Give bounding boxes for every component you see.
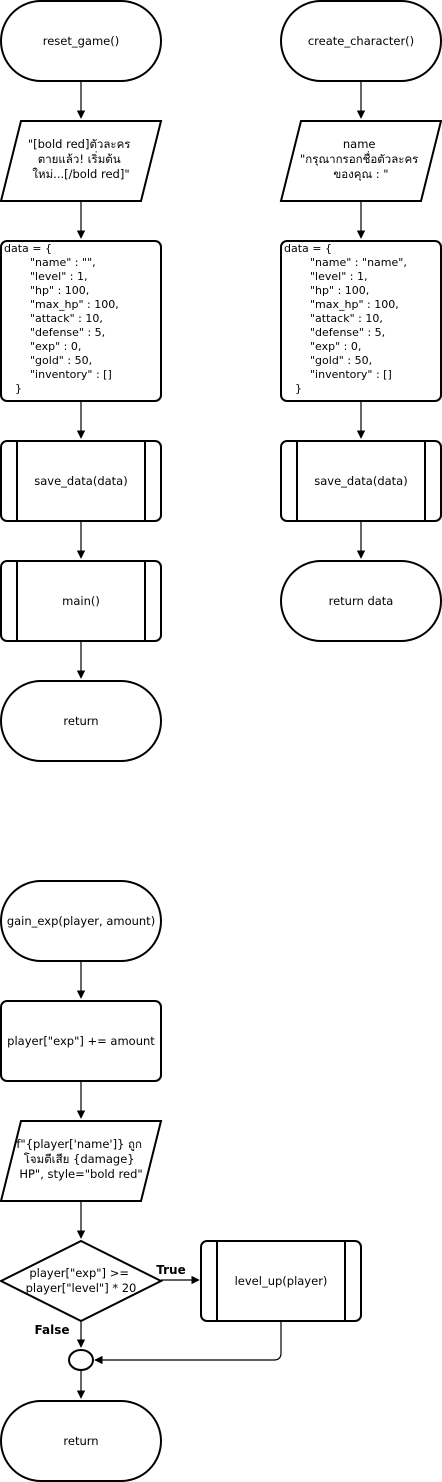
reset-data-line: "max_hp" : 100, [30, 298, 119, 311]
create-character-input-label: name "กรุณากรอกชื่อตัวละคร ของคุณ : " [300, 137, 422, 181]
create-character-return-label: return data [329, 594, 394, 608]
reset-data-line: } [15, 382, 22, 395]
reset-game-flow: reset_game() "[bold red]ตัวละคร ตายแล้ว!… [0, 0, 163, 762]
reset-game-main-subprocess[interactable]: main() [0, 560, 162, 642]
gain-exp-decision[interactable]: player["exp"] >= player["level"] * 20 [0, 1239, 164, 1323]
create-character-flow: create_character() name "กรุณากรอกชื่อตั… [279, 0, 442, 642]
create-data-line: "defense" : 5, [310, 326, 385, 339]
gain-print-line: โจมตีเสีย {damage} [24, 1152, 135, 1166]
decision-line: player["level"] * 20 [26, 1281, 137, 1295]
reset-game-start-terminator[interactable]: reset_game() [0, 0, 162, 82]
create-data-line: "hp" : 100, [310, 284, 369, 297]
reset-game-data-process[interactable]: data = { "name" : "", "level" : 1, "hp" … [0, 240, 162, 402]
gain-exp-merge-connector[interactable] [68, 1349, 94, 1371]
gain-exp-levelup-subprocess[interactable]: level_up(player) [200, 1240, 362, 1322]
reset-game-data-label: data = { "name" : "", "level" : 1, "hp" … [4, 242, 122, 395]
create-data-line: "name" : "name", [310, 256, 407, 269]
reset-data-line: "name" : "", [30, 256, 96, 269]
gain-exp-return-label: return [63, 1434, 98, 1448]
create-character-input-io[interactable]: name "กรุณากรอกชื่อตัวละคร ของคุณ : " [279, 120, 442, 202]
edge-levelup-to-merge [94, 1321, 282, 1365]
create-character-start-label: create_character() [308, 34, 414, 48]
reset-data-line: "attack" : 10, [30, 312, 103, 325]
reset-game-print-io[interactable]: "[bold red]ตัวละคร ตายแล้ว! เริ่มต้น ใหม… [0, 120, 163, 202]
false-label: False [35, 1323, 70, 1337]
create-character-data-process[interactable]: data = { "name" : "name", "level" : 1, "… [280, 240, 442, 402]
gain-exp-decision-label: player["exp"] >= player["level"] * 20 [26, 1266, 137, 1295]
reset-game-return-terminator[interactable]: return [0, 680, 162, 762]
gain-exp-print-label: f"{player['name']} ถูก โจมตีเสีย {damage… [16, 1137, 145, 1181]
reset-data-line: "defense" : 5, [30, 326, 105, 339]
create-data-line: "exp" : 0, [310, 340, 361, 353]
gain-exp-add-process[interactable]: player["exp"] += amount [0, 1000, 162, 1082]
reset-game-print-label: "[bold red]ตัวละคร ตายแล้ว! เริ่มต้น ใหม… [28, 137, 134, 181]
create-character-return-terminator[interactable]: return data [280, 560, 442, 642]
create-data-line: "inventory" : [] [310, 368, 392, 381]
reset-print-line: ใหม่...[/bold red]" [32, 167, 129, 181]
gain-print-line: f"{player['name']} ถูก [16, 1137, 142, 1151]
create-data-line: "gold" : 50, [310, 354, 372, 367]
reset-game-main-label: main() [62, 594, 100, 608]
create-input-line: ของคุณ : " [333, 167, 388, 181]
create-character-save-label: save_data(data) [314, 474, 407, 488]
gain-exp-add-label: player["exp"] += amount [7, 1034, 155, 1048]
create-data-line: "max_hp" : 100, [310, 298, 399, 311]
reset-data-line: data = { [4, 242, 52, 255]
reset-game-save-label: save_data(data) [34, 474, 127, 488]
gain-exp-start-terminator[interactable]: gain_exp(player, amount) [0, 880, 162, 962]
create-character-save-subprocess[interactable]: save_data(data) [280, 440, 442, 522]
true-label: True [156, 1263, 185, 1277]
gain-exp-levelup-label: level_up(player) [235, 1274, 328, 1288]
decision-line: player["exp"] >= [29, 1266, 129, 1280]
create-input-line: name [343, 137, 376, 151]
gain-exp-print-io[interactable]: f"{player['name']} ถูก โจมตีเสีย {damage… [0, 1120, 163, 1202]
gain-exp-flow: gain_exp(player, amount) player["exp"] +… [0, 880, 362, 1482]
gain-print-line: HP", style="bold red" [19, 1167, 142, 1181]
reset-data-line: "hp" : 100, [30, 284, 89, 297]
create-data-line: } [295, 382, 302, 395]
reset-data-line: "level" : 1, [30, 270, 87, 283]
reset-data-line: "inventory" : [] [30, 368, 112, 381]
reset-data-line: "exp" : 0, [30, 340, 81, 353]
edges: True False [35, 81, 366, 1399]
reset-game-return-label: return [63, 714, 98, 728]
create-character-data-label: data = { "name" : "name", "level" : 1, "… [284, 242, 410, 395]
create-input-line: "กรุณากรอกชื่อตัวละคร [300, 151, 418, 166]
reset-data-line: "gold" : 50, [30, 354, 92, 367]
gain-exp-start-label: gain_exp(player, amount) [7, 914, 155, 928]
reset-print-line: "[bold red]ตัวละคร [28, 137, 131, 151]
create-character-start-terminator[interactable]: create_character() [280, 0, 442, 82]
reset-game-save-subprocess[interactable]: save_data(data) [0, 440, 162, 522]
create-data-line: "level" : 1, [310, 270, 367, 283]
reset-game-start-label: reset_game() [43, 34, 119, 48]
create-data-line: data = { [284, 242, 332, 255]
gain-exp-return-terminator[interactable]: return [0, 1400, 162, 1482]
reset-print-line: ตายแล้ว! เริ่มต้น [38, 151, 121, 166]
create-data-line: "attack" : 10, [310, 312, 383, 325]
